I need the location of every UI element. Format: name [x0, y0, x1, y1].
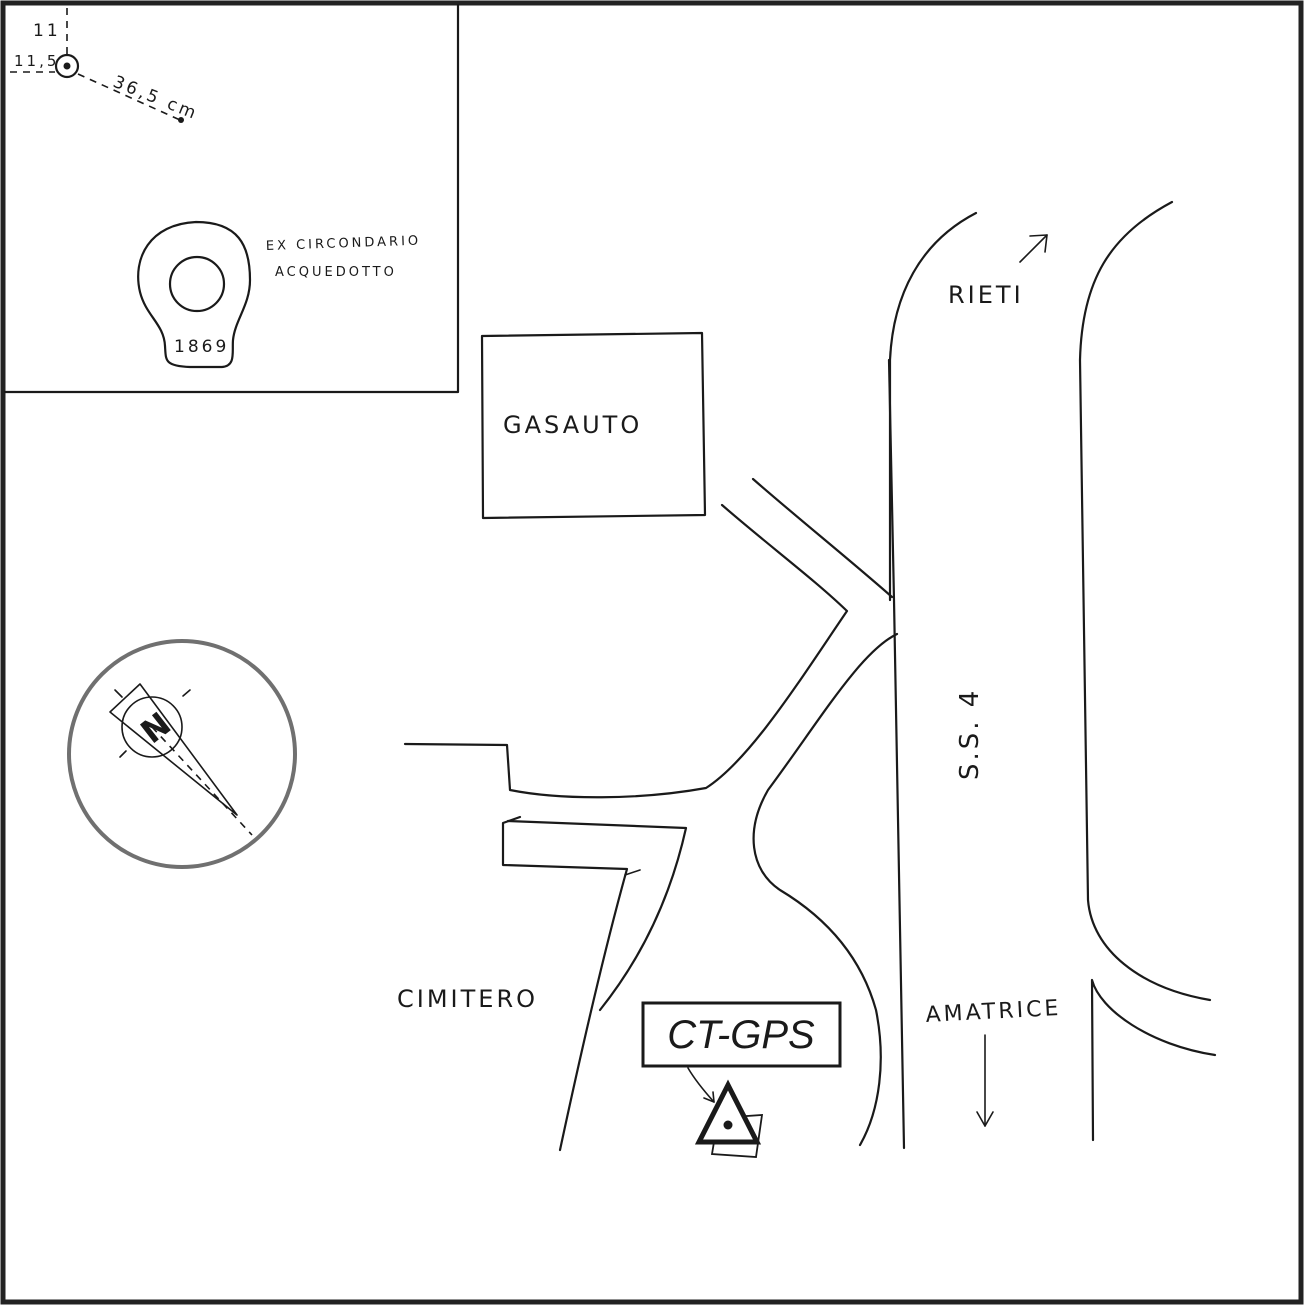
rieti-arrow-head — [1029, 234, 1048, 253]
station-center-dot — [723, 1120, 733, 1130]
building-outline — [480, 331, 707, 520]
compass-tick-sw — [119, 750, 127, 758]
gps-station: CT-GPS — [641, 1001, 842, 1158]
rieti-arrow-shaft — [1019, 234, 1048, 263]
reference-point-dot — [178, 117, 184, 123]
road-right-edge-south — [1090, 978, 1217, 1142]
monument-label-line1: EX CIRCONDARIO — [266, 234, 422, 254]
compass: N — [67, 639, 297, 869]
side-road: CIMITERO — [397, 477, 899, 1152]
inset-border — [3, 3, 460, 394]
gasauto-building: GASAUTO — [480, 331, 707, 520]
station-pointer-head — [703, 1091, 715, 1103]
rieti-label: RIETI — [948, 281, 1024, 309]
road-label: S.S. 4 — [955, 688, 985, 780]
road-left-edge-south — [887, 358, 906, 1150]
station-label: CT-GPS — [667, 1013, 815, 1057]
compass-tick-nw — [114, 689, 123, 698]
compass-axis — [151, 726, 253, 836]
monument-year: 1869 — [174, 337, 229, 357]
cemetery-access-tick — [624, 869, 641, 876]
benchmark-ring — [54, 53, 80, 79]
station-pointer — [687, 1067, 715, 1103]
compass-tick-ne — [182, 689, 191, 697]
side-road-upper-edge — [751, 477, 894, 599]
building-label: GASAUTO — [503, 411, 642, 439]
cemetery-access-inner-edge — [506, 819, 688, 1012]
amatrice-arrow-head — [976, 1111, 994, 1127]
monument-outline — [137, 220, 252, 369]
compass-needle — [109, 683, 238, 816]
side-road-east-edge — [752, 632, 899, 1147]
road-left-edge — [888, 211, 978, 602]
compass-ring — [67, 639, 297, 869]
benchmark-dot — [63, 62, 71, 70]
station-triangle-icon — [694, 1079, 762, 1145]
compass-north-letter: N — [133, 705, 177, 751]
inset-panel: 11 11,5 36,5 cm 1869 EX CIRCONDARIO ACQU… — [3, 3, 460, 394]
side-road-lower-edge — [403, 503, 849, 799]
cemetery-label: CIMITERO — [397, 985, 538, 1013]
measure-top-label: 11 — [33, 21, 61, 41]
compass-hub — [121, 696, 183, 758]
cemetery-access-edge — [501, 815, 629, 1152]
road-right-edge — [1078, 200, 1212, 1002]
measure-diagonal-label: 36,5 cm — [110, 72, 201, 124]
monument-label-line2: ACQUEDOTTO — [275, 265, 397, 280]
station-label-box — [641, 1001, 842, 1068]
reference-line-diagonal — [77, 73, 181, 121]
monument-inner-circle — [168, 255, 226, 313]
main-road: S.S. 4 RIETI AMATRICE — [887, 200, 1217, 1150]
measure-left-label: 11,5 — [14, 52, 59, 70]
amatrice-label: AMATRICE — [925, 996, 1062, 1028]
